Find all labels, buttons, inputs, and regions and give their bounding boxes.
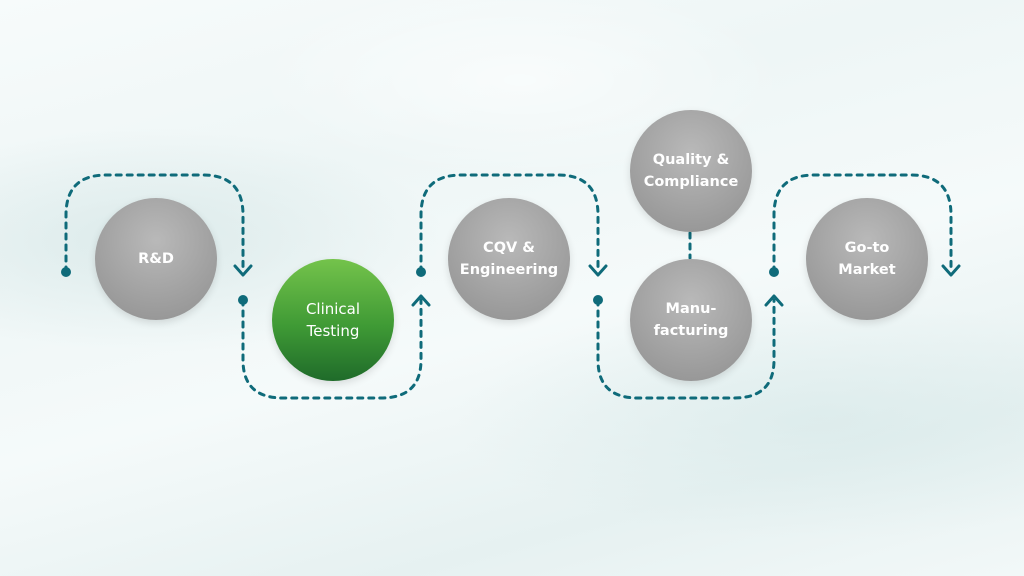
stage-clinical-testing: Clinical Testing	[272, 259, 394, 381]
connector-clinical-bottom	[241, 298, 423, 400]
stage-clinical-testing-label: Clinical Testing	[305, 300, 361, 340]
connector-cqv-top	[419, 173, 600, 274]
stage-go-to-market: Go-to Market	[806, 198, 928, 320]
arrow-down-icon	[588, 264, 608, 277]
stage-cqv-engineering: CQV & Engineering	[448, 198, 570, 320]
stage-quality-compliance: Quality & Compliance	[630, 110, 752, 232]
stage-rd-label: R&D	[138, 251, 174, 267]
arrow-down-icon	[233, 264, 253, 277]
connector-dot	[416, 267, 426, 277]
stage-rd: R&D	[95, 198, 217, 320]
stage-manufacturing-label: Manu- facturing	[653, 301, 729, 339]
connector-dot	[769, 267, 779, 277]
stage-quality-compliance-label: Quality & Compliance	[643, 152, 739, 190]
arrow-up-icon	[411, 294, 431, 307]
arrow-down-icon	[941, 264, 961, 277]
connector-gotomarket-top	[772, 173, 953, 274]
arrow-up-icon	[764, 294, 784, 307]
connector-dot	[238, 295, 248, 305]
connector-dot	[593, 295, 603, 305]
stage-go-to-market-label: Go-to Market	[838, 240, 896, 278]
stage-manufacturing: Manu- facturing	[630, 259, 752, 381]
connector-manufacturing-bottom	[596, 298, 776, 400]
connector-dot	[61, 267, 71, 277]
connector-rd-top	[64, 173, 245, 274]
stage-cqv-engineering-label: CQV & Engineering	[459, 240, 559, 278]
